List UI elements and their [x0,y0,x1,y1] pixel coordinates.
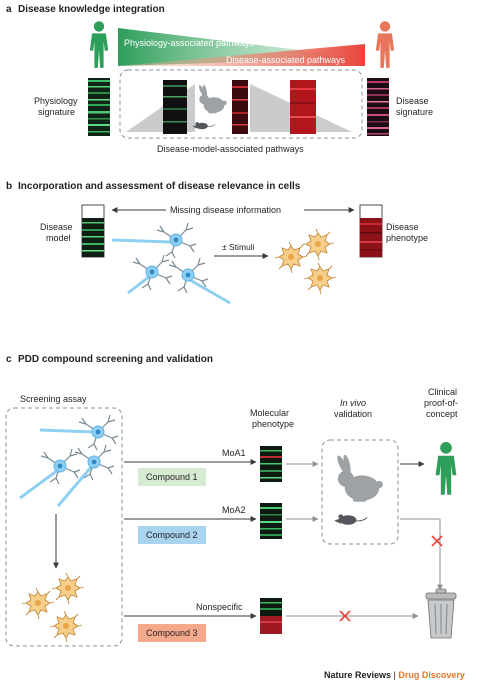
in-vivo-box [321,439,399,545]
invivo-to-trash-arrow [400,518,443,591]
disease-phenotype-label-1: Disease [386,222,419,232]
cross-mark-icon [431,535,443,547]
human-figure-green-icon [435,442,457,495]
rabbit-icon [197,84,227,114]
astrocyte-icon [49,610,83,643]
disease-signature-heatmap [367,78,389,136]
phenotype-heatmap-1 [260,446,282,482]
missing-info-label: Missing disease information [170,205,281,215]
disease-signature-label-1: Disease [396,96,429,106]
astrocyte-icon [303,262,337,295]
in-vivo-label-1: In vivo [340,398,366,408]
screening-assay-label: Screening assay [20,394,87,404]
phenotype-heatmap-3 [260,598,282,634]
neuron-group-c [19,414,119,507]
molecular-phenotype-label-2: phenotype [252,419,294,429]
astrocyte-icon [21,587,55,620]
moa1-label: MoA1 [222,448,246,458]
astrocyte-icon [301,228,335,261]
model-pathways-label: Disease-model-associated pathways [157,144,304,154]
compound2-label: Compound 2 [146,530,198,540]
clinical-label-2: proof-of- [424,398,458,408]
astrocyte-icon [51,572,85,605]
physiology-pathways-label: Physiology-associated pathways [124,38,255,48]
disease-pathway-wedge [118,44,365,66]
section-c-letter: c [6,354,12,365]
compound3-box [138,624,206,642]
footer-separator: | [391,670,398,680]
disease-model-box [119,69,363,139]
physiology-signature-label-2: signature [38,107,75,117]
screening-assay-box [5,407,123,647]
mouse-icon [192,122,216,130]
glia-group-c [21,572,85,643]
clinical-label-3: concept [426,409,458,419]
model-heatmap-2 [232,80,248,134]
footer-section: Drug Discovery [398,670,465,680]
human-figure-green-icon [89,21,109,68]
trash-bin-icon [425,588,457,639]
phenotype-heatmap-2 [260,503,282,539]
disease-model-label-2: model [46,233,71,243]
section-c-title: PDD compound screening and validation [18,354,213,365]
compound2-box [138,526,206,544]
physiology-signature-heatmap [88,78,110,136]
compound1-label: Compound 1 [146,472,198,482]
astrocyte-icon [274,241,308,274]
cross-mark-icon [339,610,351,622]
section-a-letter: a [6,4,12,15]
in-vivo-label-2: validation [334,409,372,419]
nonspecific-label: Nonspecific [196,602,243,612]
human-figure-red-icon [375,21,395,68]
moa2-label: MoA2 [222,505,246,515]
section-a-title: Disease knowledge integration [18,4,165,15]
disease-phenotype-label-2: phenotype [386,233,428,243]
footer: Nature Reviews | Drug Discovery [324,670,465,680]
physiology-signature-label-1: Physiology [34,96,78,106]
disease-pathways-label: Disease-associated pathways [226,55,346,65]
mouse-icon [334,514,368,525]
neuron-icon [74,444,115,481]
model-heatmap-1 [163,80,187,134]
model-heatmap-3 [290,80,316,134]
stimuli-label: ± Stimuli [222,242,255,252]
disease-signature-label-2: signature [396,107,433,117]
compound3-label: Compound 3 [146,628,198,638]
clinical-label-1: Clinical [428,387,457,397]
compound1-box [138,468,206,486]
disease-model-label-1: Disease [40,222,73,232]
disease-phenotype-heatmap [359,204,383,258]
section-b-letter: b [6,181,12,192]
glia-group-b [274,228,337,295]
neuron-group-b [111,222,231,305]
rabbit-icon [335,454,383,502]
disease-model-heatmap [81,204,105,258]
footer-journal: Nature Reviews [324,670,391,680]
molecular-phenotype-label-1: Molecular [250,408,289,418]
section-b-title: Incorporation and assessment of disease … [18,181,301,192]
